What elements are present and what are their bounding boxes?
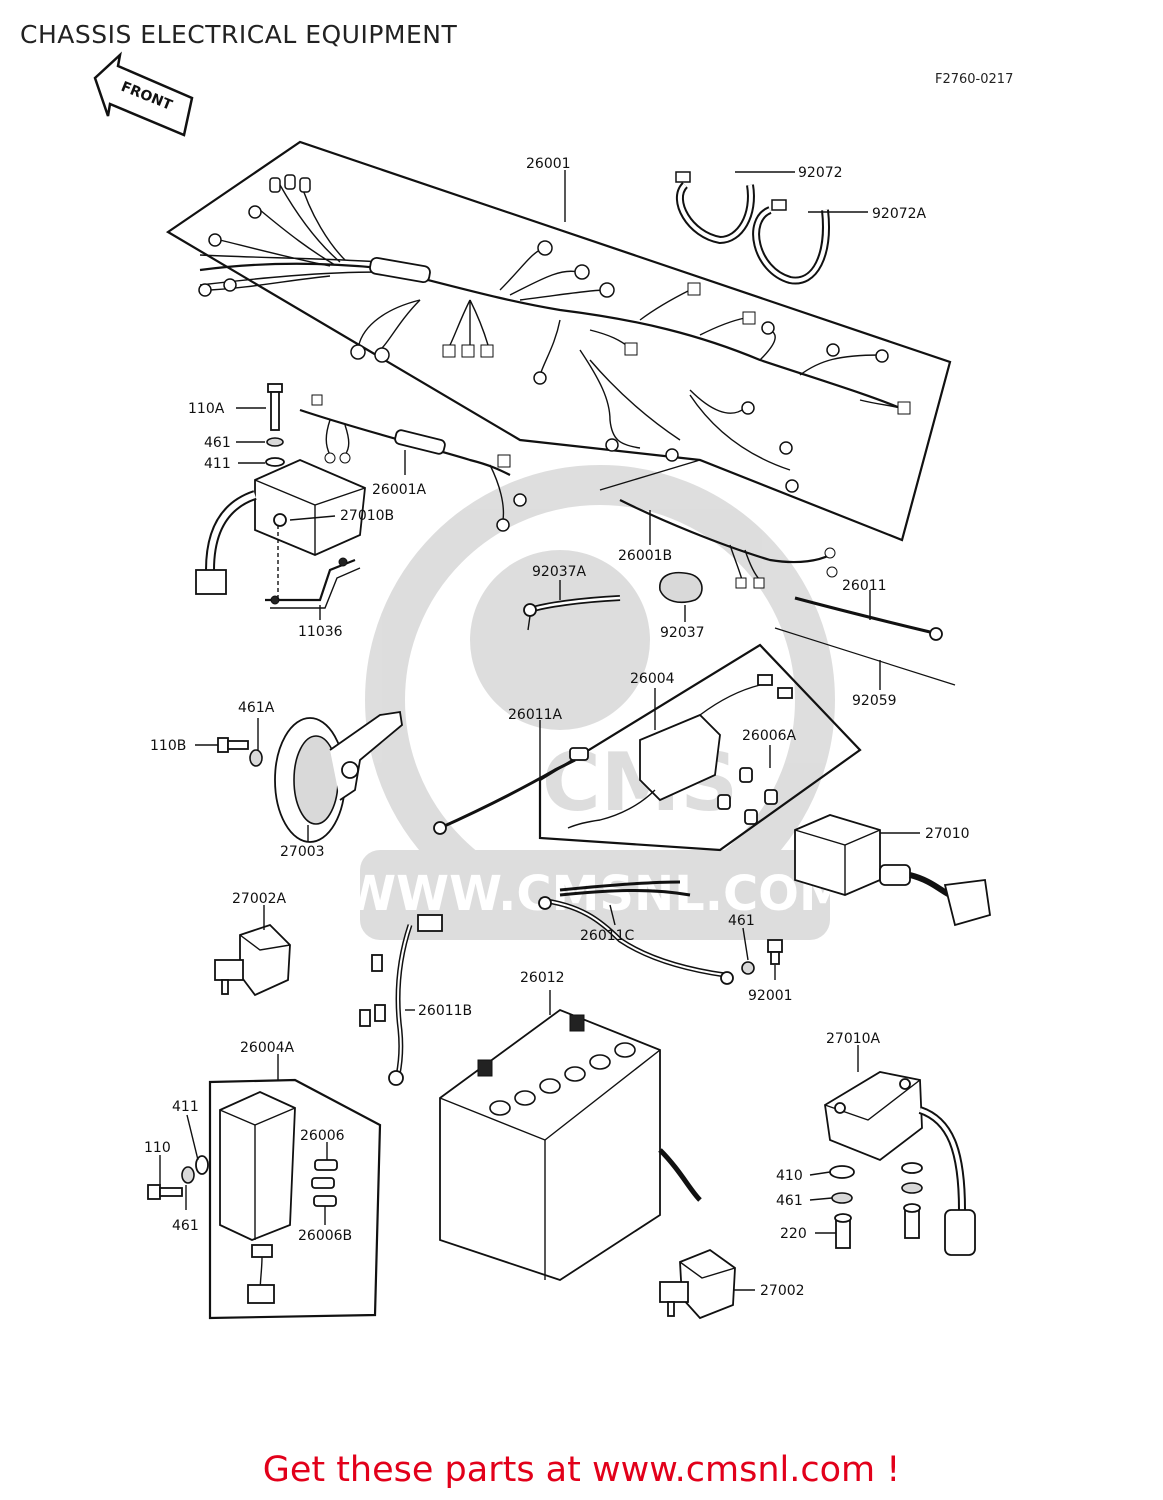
- callout-92072A: 92072A: [872, 206, 927, 222]
- bolt-220: [834, 1213, 852, 1249]
- regulator-box-outline: [538, 643, 862, 852]
- callout-27010A: 27010A: [826, 1031, 881, 1047]
- callout-220: 220: [780, 1226, 807, 1242]
- lead-wire-26011: [794, 596, 943, 641]
- callout-26006A: 26006A: [742, 728, 797, 744]
- callout-labels: 26001 92072 92072A 110A 461 411 26001A 2…: [144, 156, 970, 1299]
- callout-110B: 110B: [150, 738, 186, 754]
- sub-harness-26001B: [599, 459, 838, 589]
- callout-410: 410: [776, 1168, 803, 1184]
- callout-26001A: 26001A: [372, 482, 427, 498]
- lead-wire-92059: [774, 627, 956, 686]
- callout-26012: 26012: [520, 970, 565, 986]
- leader-lines: [159, 170, 920, 1291]
- washer-410-b: [901, 1162, 923, 1174]
- cable-26011B: [359, 914, 443, 1086]
- callout-26001: 26001: [526, 156, 571, 172]
- callout-26011A: 26011A: [508, 707, 563, 723]
- rectifier-27010A: [824, 1071, 976, 1256]
- clamp-92037: [659, 571, 703, 604]
- callout-26011: 26011: [842, 578, 887, 594]
- callout-92059: 92059: [852, 693, 897, 709]
- main-wiring-harness: [198, 174, 911, 493]
- callout-110A: 110A: [188, 401, 225, 417]
- harness-band-92072: [675, 171, 755, 245]
- regulator-box-outline-a: [208, 1078, 382, 1320]
- page-title: CHASSIS ELECTRICAL EQUIPMENT: [20, 20, 458, 49]
- callout-461-d: 461: [776, 1193, 803, 1209]
- callout-27003: 27003: [280, 844, 325, 860]
- horn-27003: [274, 710, 403, 843]
- unit-27010: [794, 814, 992, 927]
- cable-26011C: [538, 880, 734, 985]
- callout-26006B: 26006B: [298, 1228, 352, 1244]
- callout-110: 110: [144, 1140, 171, 1156]
- sub-harness-26001A: [299, 394, 527, 532]
- callout-92037: 92037: [660, 625, 705, 641]
- bolt-92001: [767, 939, 783, 965]
- front-arrow-icon: FRONT: [93, 51, 194, 137]
- callout-27010B: 27010B: [340, 508, 394, 524]
- callout-27002: 27002: [760, 1283, 805, 1299]
- bolt-220-b: [903, 1203, 921, 1239]
- washer-461-d: [831, 1192, 853, 1204]
- lead-wire-26011A: [433, 747, 589, 835]
- footer-cta-link[interactable]: Get these parts at www.cmsnl.com !: [262, 1450, 901, 1490]
- washer-461-e: [901, 1182, 923, 1194]
- bolt-110B: [217, 737, 249, 753]
- battery-26012: [439, 1008, 702, 1281]
- relay-27002: [659, 1248, 736, 1320]
- ignitor-unit-27010B: [195, 459, 366, 595]
- callout-92037A: 92037A: [532, 564, 587, 580]
- relay-27002A: [214, 923, 291, 997]
- washer-461-a: [266, 437, 284, 447]
- figure-code: F2760-0217: [935, 72, 1014, 87]
- callout-461-b: 461: [728, 913, 755, 929]
- bolt-110: [147, 1184, 183, 1200]
- regulator-26004: [567, 674, 793, 829]
- callout-26001B: 26001B: [618, 548, 672, 564]
- washer-410: [829, 1165, 855, 1179]
- washer-461-b: [741, 961, 755, 975]
- callout-92072: 92072: [798, 165, 843, 181]
- callout-26004A: 26004A: [240, 1040, 295, 1056]
- fuse-26006A: [717, 767, 778, 825]
- bolt-110A: [267, 383, 283, 431]
- clip-92037A: [523, 595, 621, 631]
- callout-461-a: 461: [204, 435, 231, 451]
- main-harness-outline: [165, 140, 952, 542]
- callout-461A: 461A: [238, 700, 275, 716]
- callout-27002A: 27002A: [232, 891, 287, 907]
- callout-92001: 92001: [748, 988, 793, 1004]
- fuse-26006: [311, 1159, 338, 1207]
- callout-26011C: 26011C: [580, 928, 635, 944]
- washer-411-a: [265, 457, 285, 467]
- callout-26006: 26006: [300, 1128, 345, 1144]
- callout-26004: 26004: [630, 671, 675, 687]
- washer-461A: [249, 749, 263, 767]
- callout-11036: 11036: [298, 624, 343, 640]
- callout-26011B: 26011B: [418, 1003, 472, 1019]
- callout-411-a: 411: [204, 456, 231, 472]
- watermark: WWW.CMSNL.COM CMS: [343, 465, 847, 940]
- callout-27010: 27010: [925, 826, 970, 842]
- callout-461-c: 461: [172, 1218, 199, 1234]
- regulator-26004A: [219, 1091, 296, 1304]
- harness-band-92072A: [752, 199, 830, 285]
- callout-411-b: 411: [172, 1099, 199, 1115]
- bracket-11036: [265, 525, 361, 609]
- washer-411-b: [195, 1155, 209, 1175]
- parts-diagram: WWW.CMSNL.COM CMS FRONT: [93, 51, 992, 1320]
- washer-461-c: [181, 1166, 195, 1184]
- watermark-text: WWW.CMSNL.COM: [343, 866, 847, 922]
